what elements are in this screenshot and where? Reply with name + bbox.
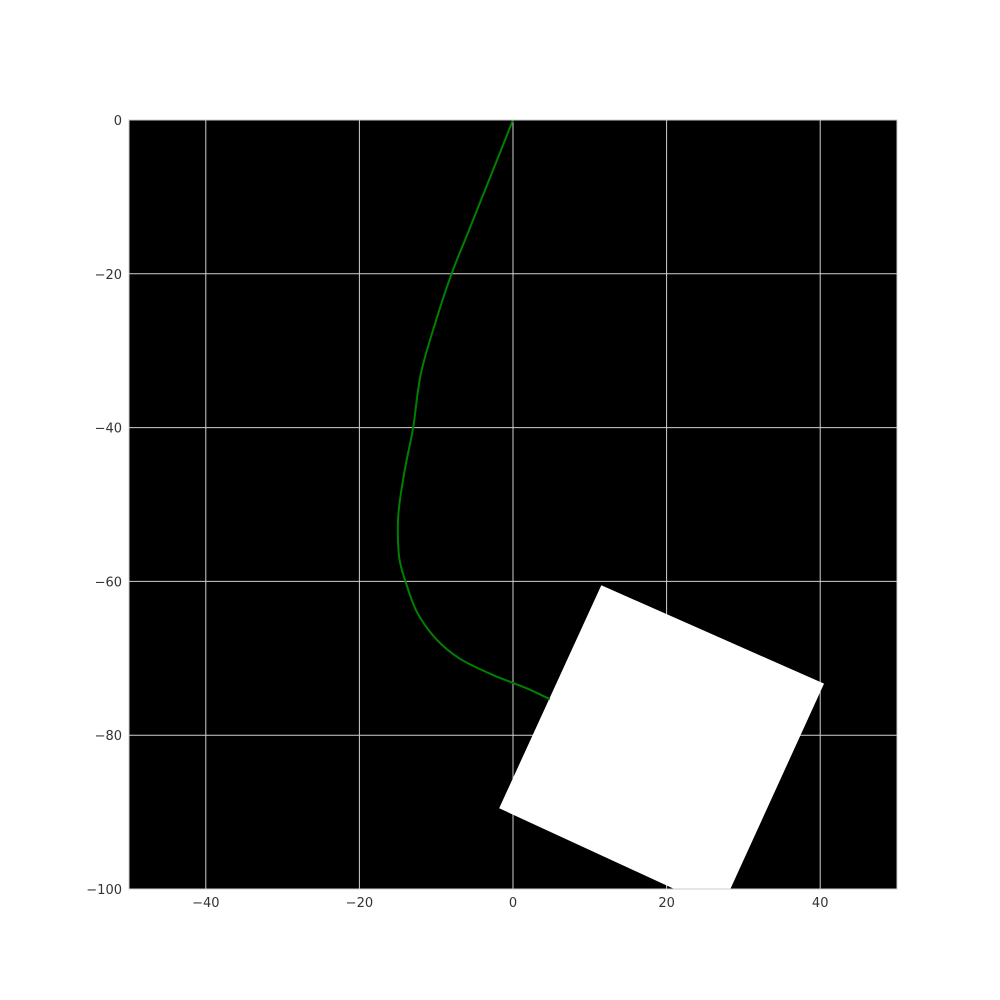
y-tick-label: −100 (86, 883, 122, 898)
y-axis-ticks: 0 −20 −40 −60 −80 −100 (86, 114, 122, 898)
x-tick-label: 20 (658, 896, 675, 911)
plot-frame (128, 119, 898, 890)
x-tick-label: −40 (192, 896, 219, 911)
series-layer (396, 119, 551, 700)
shapes-layer (499, 585, 825, 889)
y-tick-label: −60 (95, 575, 122, 590)
trajectory-line (396, 119, 551, 700)
x-axis-ticks: −40 −20 0 20 40 (192, 896, 828, 911)
y-tick-label: −20 (95, 268, 122, 283)
y-tick-label: 0 (114, 114, 122, 129)
vehicle-rectangle (499, 585, 825, 889)
x-tick-label: 0 (509, 896, 517, 911)
y-tick-label: −40 (95, 422, 122, 437)
y-tick-label: −80 (95, 729, 122, 744)
x-tick-label: 40 (812, 896, 829, 911)
x-tick-label: −20 (346, 896, 373, 911)
